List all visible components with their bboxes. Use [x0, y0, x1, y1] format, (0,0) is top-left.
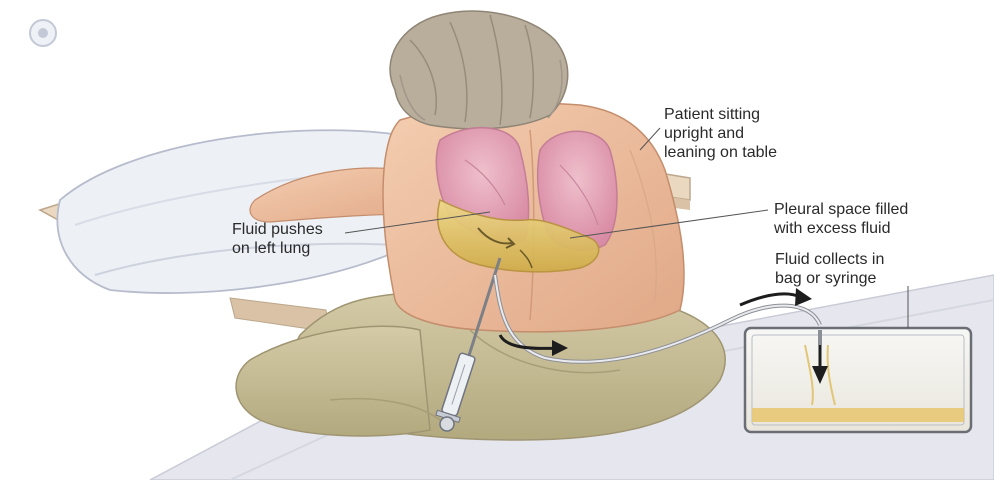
- label-line: Fluid pushes: [232, 220, 323, 239]
- label-fluid-collects: Fluid collects in bag or syringe: [775, 250, 884, 288]
- label-line: on left lung: [232, 239, 323, 258]
- label-pleural-space: Pleural space filled with excess fluid: [774, 200, 908, 238]
- patient-hair: [390, 11, 568, 129]
- label-line: with excess fluid: [774, 219, 908, 238]
- label-line: Fluid collects in: [775, 250, 884, 269]
- collection-bag: [745, 328, 971, 432]
- arrow-right-icon: [740, 288, 812, 306]
- label-patient-position: Patient sitting upright and leaning on t…: [664, 105, 777, 162]
- label-line: leaning on table: [664, 143, 777, 162]
- label-line: upright and: [664, 124, 777, 143]
- label-line: Pleural space filled: [774, 200, 908, 219]
- label-line: bag or syringe: [775, 269, 884, 288]
- circle-logo-icon: [28, 18, 58, 48]
- label-line: Patient sitting: [664, 105, 777, 124]
- label-fluid-pushes-lung: Fluid pushes on left lung: [232, 220, 323, 258]
